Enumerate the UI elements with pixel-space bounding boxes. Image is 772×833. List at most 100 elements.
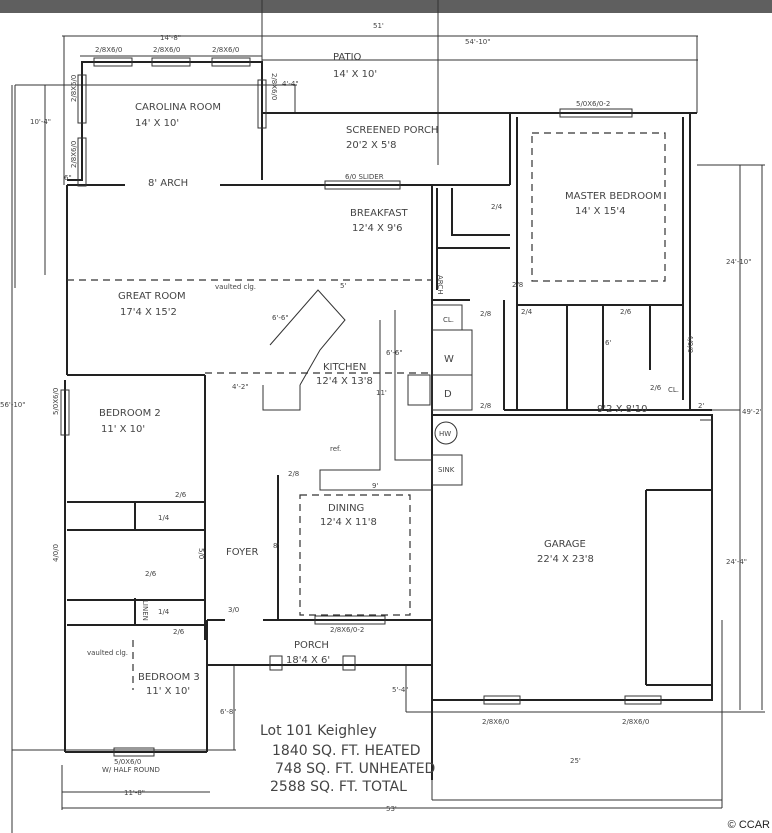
great-room-label: GREAT ROOM	[118, 291, 186, 302]
dimension-label: 11'-8"	[124, 789, 145, 797]
window-label: 2/8X6/0	[153, 46, 180, 54]
window-label: 5/0X6/0	[52, 388, 60, 415]
dimension-label: 56'-10"	[0, 401, 25, 409]
window-label: 5/0X6/0	[114, 758, 141, 766]
dimension-label: 6'-6"	[386, 349, 403, 357]
washer-label: W	[444, 354, 454, 365]
heated-sqft: 1840 SQ. FT. HEATED	[272, 743, 421, 759]
master-bath-size: 9'2 X 8'10	[597, 404, 648, 415]
window-label: 2/8X6/0	[270, 73, 278, 100]
dimension-label: 25'	[570, 757, 581, 765]
total-sqft: 2588 SQ. FT. TOTAL	[270, 779, 407, 795]
dimension-label: 6"	[64, 174, 72, 182]
dimension-label: 6'	[605, 339, 611, 347]
screened-porch-size: 20'2 X 5'8	[346, 140, 397, 151]
carolina-label: CAROLINA ROOM	[135, 102, 221, 113]
door-label: 2/6	[620, 308, 632, 316]
dining-size: 12'4 X 11'8	[320, 517, 377, 528]
sink-label: SINK	[438, 466, 455, 474]
breakfast-size: 12'4 X 9'6	[352, 223, 403, 234]
dimension-label: 24'-10"	[726, 258, 751, 266]
window-label: 2/8X6/0	[70, 141, 78, 168]
door-label: 2/8	[288, 470, 299, 478]
dimension-label: 5'-4"	[392, 686, 409, 694]
door-label: 2/6	[173, 628, 185, 636]
copyright-watermark: © CCAR	[727, 819, 770, 831]
closet-label-2: CL.	[668, 386, 679, 394]
bedroom3-size: 11' X 10'	[146, 686, 190, 697]
dimension-label: 14'-8"	[160, 34, 181, 42]
walls	[64, 61, 713, 780]
dimension-label: 2'	[698, 402, 704, 410]
porch-size: 18'4 X 6'	[286, 655, 330, 666]
top-bar	[0, 0, 772, 13]
dimension-label: 8'	[273, 542, 279, 550]
breakfast-label: BREAKFAST	[350, 208, 409, 219]
window-label: 2/8X6/0	[212, 46, 239, 54]
dimension-label: 10'-4"	[30, 118, 51, 126]
dimension-label: 5'	[340, 282, 346, 290]
unheated-sqft: 748 SQ. FT. UNHEATED	[275, 761, 435, 777]
dimension-label: 6'-8"	[220, 708, 237, 716]
dimension-label: 4'-4"	[282, 80, 299, 88]
door-label: 2/4	[491, 203, 503, 211]
refrigerator-label: ref.	[330, 445, 341, 453]
fixture-labels: 8' ARCH 6/0 SLIDER vaulted clg. vaulted …	[87, 173, 679, 657]
arch-label-2: ARCH	[436, 275, 444, 294]
window-label: 2/8X6/0-2	[330, 626, 364, 634]
door-label: 3/0	[228, 606, 239, 614]
dimension-label: 11'	[376, 389, 387, 397]
patio-size: 14' X 10'	[333, 69, 377, 80]
door-label: 2/6	[650, 384, 662, 392]
window-label: 5/0X6/0-2	[576, 100, 610, 108]
master-label: MASTER BEDROOM	[565, 191, 662, 202]
window-label: 4/0/0	[686, 335, 694, 353]
door-label: 2/8	[480, 310, 491, 318]
patio-label: PATIO	[333, 52, 362, 63]
dimension-label: 54'-10"	[465, 38, 490, 46]
window-label: 2/8X6/0	[622, 718, 649, 726]
porch-label: PORCH	[294, 640, 329, 651]
bedroom2-size: 11' X 10'	[101, 424, 145, 435]
window-label: W/ HALF ROUND	[102, 766, 160, 774]
great-room-size: 17'4 X 15'2	[120, 307, 177, 318]
bedroom2-label: BEDROOM 2	[99, 408, 161, 419]
dimension-label: 51'	[373, 22, 384, 30]
master-size: 14' X 15'4	[575, 206, 626, 217]
lot-name: Lot 101 Keighley	[260, 723, 377, 739]
garage-label: GARAGE	[544, 539, 586, 550]
window-label: 4/0/0	[52, 544, 60, 562]
room-labels: PATIO 14' X 10' CAROLINA ROOM 14' X 10' …	[99, 52, 662, 697]
kitchen-label: KITCHEN	[323, 362, 366, 373]
dining-label: DINING	[328, 503, 364, 514]
water-heater-label: HW	[439, 430, 451, 438]
dryer-label: D	[444, 389, 452, 400]
door-label: 1/4	[158, 608, 170, 616]
door-label: 2/8	[512, 281, 523, 289]
linen-label: LINEN	[141, 600, 149, 621]
ceiling-lines	[67, 132, 666, 690]
bedroom3-label: BEDROOM 3	[138, 672, 200, 683]
dimension-labels: 51' 54'-10" 14'-8" 10'-4" 4'-4" 6" 24'-1…	[0, 22, 763, 813]
slider-label: 6/0 SLIDER	[345, 173, 384, 181]
arch-label: 8' ARCH	[148, 178, 188, 189]
door-label: 2/8	[480, 402, 491, 410]
windows	[60, 57, 662, 757]
vaulted-label-2: vaulted clg.	[87, 649, 128, 657]
window-labels: 2/8X6/0 2/8X6/0 2/8X6/0 2/8X6/0 2/8X6/0 …	[52, 46, 694, 774]
door-label: 2/6	[175, 491, 187, 499]
dimension-label: 24'-4"	[726, 558, 747, 566]
dimension-label: 49'-2"	[742, 408, 763, 416]
foyer-label: FOYER	[226, 547, 259, 558]
door-label: 2/4	[521, 308, 533, 316]
square-footage-notes: Lot 101 Keighley 1840 SQ. FT. HEATED 748…	[260, 723, 435, 795]
closet-label: CL.	[443, 316, 454, 324]
window-label: 2/8X6/0	[70, 75, 78, 102]
screened-porch-label: SCREENED PORCH	[346, 125, 438, 136]
carolina-size: 14' X 10'	[135, 118, 179, 129]
window-label: 5/0	[197, 548, 205, 559]
kitchen-size: 12'4 X 13'8	[316, 376, 373, 387]
dimension-label: 4'-2"	[232, 383, 249, 391]
vaulted-label: vaulted clg.	[215, 283, 256, 291]
